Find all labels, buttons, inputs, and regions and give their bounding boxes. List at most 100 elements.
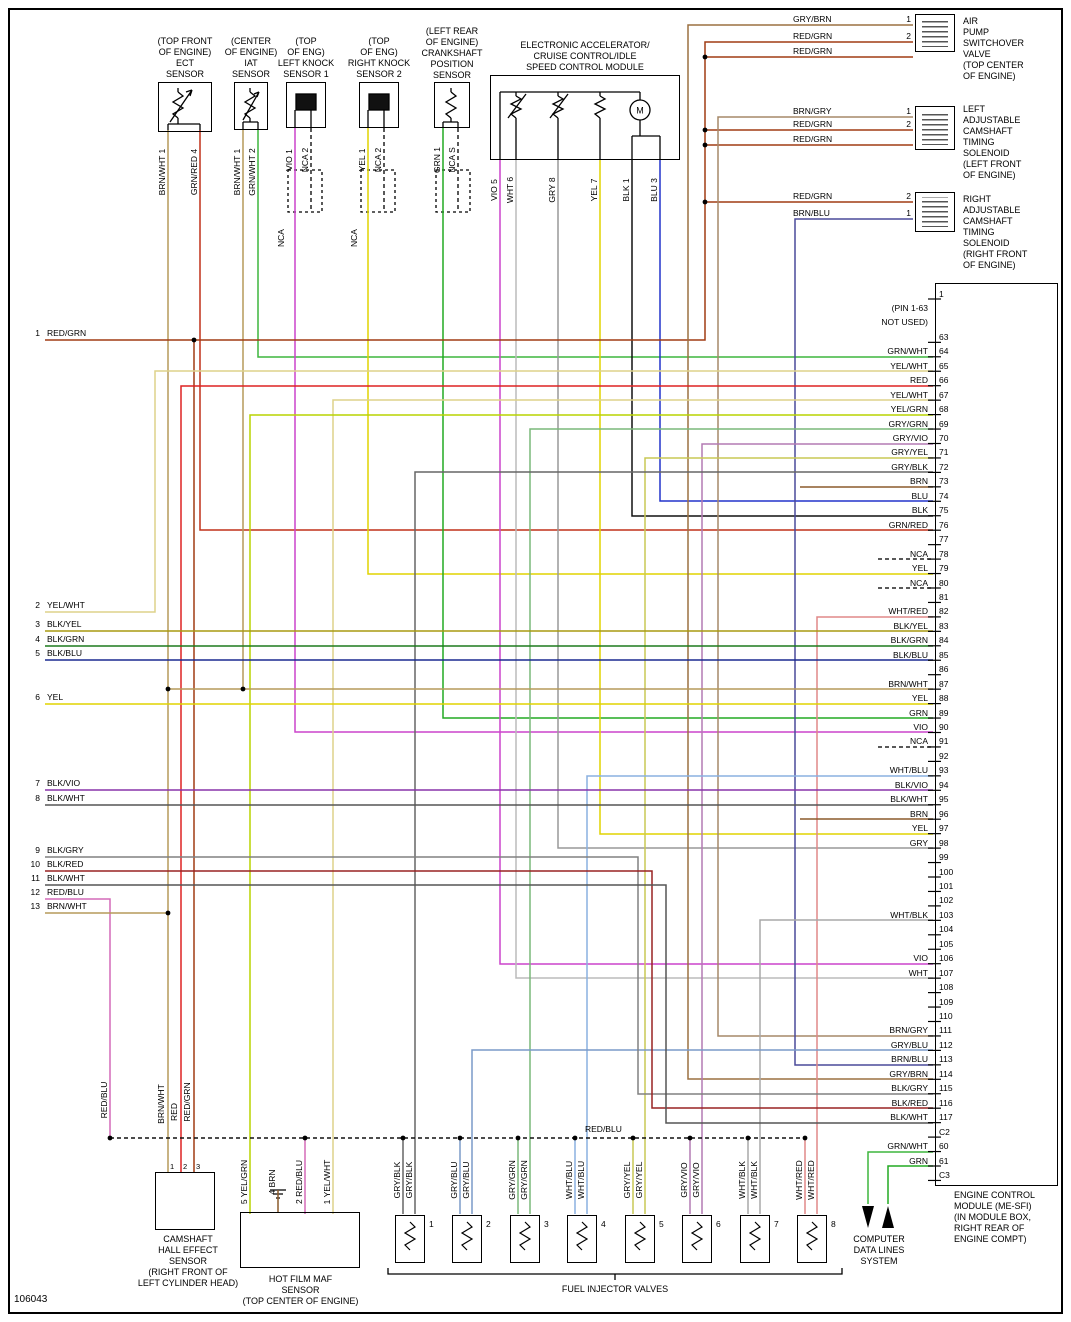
wire-grn (442, 128, 933, 719)
ecm-pin-number: 61 (939, 1155, 949, 1166)
wire-grn-wht (257, 130, 933, 358)
ecm-pin-number: 101 (939, 880, 954, 891)
vertical-wire-label: GRN 1 (432, 147, 442, 173)
ecm-pin-wire-label: NCA (910, 577, 928, 588)
left-entry-wire-label: BLK/WHT (47, 873, 85, 883)
ecm-pin-wire-label: WHT (908, 967, 928, 978)
ecm-pin-wire-label: BRN (910, 808, 928, 819)
wire-wht-red (816, 616, 933, 1214)
iat-thermistor-symbol (242, 88, 260, 130)
left-entry-wire-label: BLK/GRN (47, 634, 85, 644)
right-entry-wire-label: BRN/GRY (793, 106, 832, 116)
injector-number: 5 (659, 1219, 664, 1229)
injector-wire-label: GRY/VIO (691, 1162, 701, 1198)
ecm-pin-number: 111 (939, 1025, 952, 1036)
injector-box (510, 1215, 540, 1263)
wire-yel (367, 128, 933, 575)
injector-wire-label: GRY/YEL (622, 1161, 632, 1199)
ecm-pin-number: 109 (939, 996, 954, 1007)
left-entry-wire-label: RED/BLU (47, 887, 84, 897)
ecm-pin-number: 114 (939, 1068, 953, 1079)
injector-box (395, 1215, 425, 1263)
junction-dot (165, 910, 171, 916)
injector-wire-label: GRY/GRN (507, 1160, 517, 1200)
injector-box (625, 1215, 655, 1263)
wire-wht-blk (759, 919, 933, 1214)
injector-box (452, 1215, 482, 1263)
ecm-pin-number: 88 (939, 693, 949, 704)
junction-dot (802, 1135, 808, 1141)
ecm-pin-wire-label: BLK/BLU (893, 649, 928, 660)
right-entry-row: RED/GRN (793, 46, 911, 56)
left-entry-number: 1 (35, 328, 40, 338)
junction-dot (165, 686, 171, 692)
ecm-pin-number: 78 (939, 548, 949, 559)
ecm-pin-wire-label: BLK/GRN (890, 635, 928, 646)
accelerator-module-box (490, 75, 680, 160)
ecm-pin-number: 63 (939, 331, 949, 342)
ecm-pin-wire-label: BRN/BLU (891, 1054, 928, 1065)
left-entry-wire-label: BLK/RED (47, 859, 84, 869)
left-entry-wire-label: BLK/WHT (47, 793, 85, 803)
vertical-wire-label: WHT 6 (505, 176, 515, 204)
right-entry-row: BRN/BLU 1 (793, 208, 911, 218)
vertical-wire-label: GRN/WHT 2 (247, 148, 257, 196)
injector-number: 4 (601, 1219, 606, 1229)
wire-yel-wht (332, 399, 933, 1214)
injector-coil-symbol (403, 1221, 417, 1251)
ecm-pin-wire-label: YEL/WHT (890, 360, 928, 371)
ecm-pin-number: 94 (939, 779, 949, 790)
right-entry-pin-number: 1 (906, 208, 911, 218)
ecm-pin-number: 67 (939, 389, 949, 400)
wire-gry-blk (414, 471, 933, 1214)
left-entry-number: 4 (35, 634, 40, 644)
wire-yel-wht (45, 370, 933, 613)
injector-wire-label: WHT/BLU (564, 1160, 574, 1200)
ecm-pin-number: 81 (939, 591, 949, 602)
ecm-pin-wire-label: BLK (911, 505, 928, 516)
junction-dot (302, 1135, 308, 1141)
ecm-pin-wire-label: GRN (909, 707, 928, 718)
injector-coil-symbol (748, 1221, 762, 1251)
ecm-pin-wire-label: WHT/RED (888, 606, 928, 617)
injector-coil-symbol (575, 1221, 589, 1251)
ecm-pin-number: 99 (939, 852, 949, 863)
ecm-pin-wire-label: GRN/WHT (887, 1141, 928, 1152)
vertical-wire-label: BRN/WHT 1 (232, 148, 242, 196)
left-entry-number: 13 (30, 901, 40, 911)
maf-pin-label: 5 YEL/GRN (239, 1159, 249, 1205)
injector-number: 2 (486, 1219, 491, 1229)
motor-symbol-label: M (636, 106, 644, 116)
vertical-wire-label: BLK 1 (621, 178, 631, 202)
vertical-wire-label: VIO 1 (284, 149, 294, 171)
injector-wire-label: GRY/BLK (392, 1161, 402, 1199)
camshaft-pin-number: 2 (183, 1162, 188, 1171)
injector-wire-label: WHT/BLU (576, 1160, 586, 1200)
wire-wht-blu (586, 775, 933, 1214)
ecm-pin-number: 85 (939, 649, 949, 660)
vertical-wire-label: RED/GRN (182, 1082, 192, 1122)
maf-pin-label: 2 RED/BLU (294, 1160, 304, 1204)
right-entry-wire-label: BRN/BLU (793, 208, 830, 218)
vertical-wire-label: BRN/WHT 1 (157, 148, 167, 196)
injector-number: 8 (831, 1219, 836, 1229)
knock1-sensor-box (286, 82, 326, 128)
ecm-pin-number: 84 (939, 635, 949, 646)
ecm-pin-number: 83 (939, 620, 949, 631)
ecm-pin-number: 86 (939, 664, 949, 675)
vertical-wire-label: NCA S (447, 147, 457, 173)
wire-gry-blu (471, 1049, 933, 1214)
wire-red (180, 385, 933, 1172)
left-entry-wire-label: YEL/WHT (47, 600, 85, 610)
injector-wire-label: WHT/BLK (749, 1161, 759, 1199)
wire-gry (557, 160, 933, 849)
ecm-pin-number: 100 (939, 866, 954, 877)
ecm-pin-number: 105 (939, 938, 954, 949)
